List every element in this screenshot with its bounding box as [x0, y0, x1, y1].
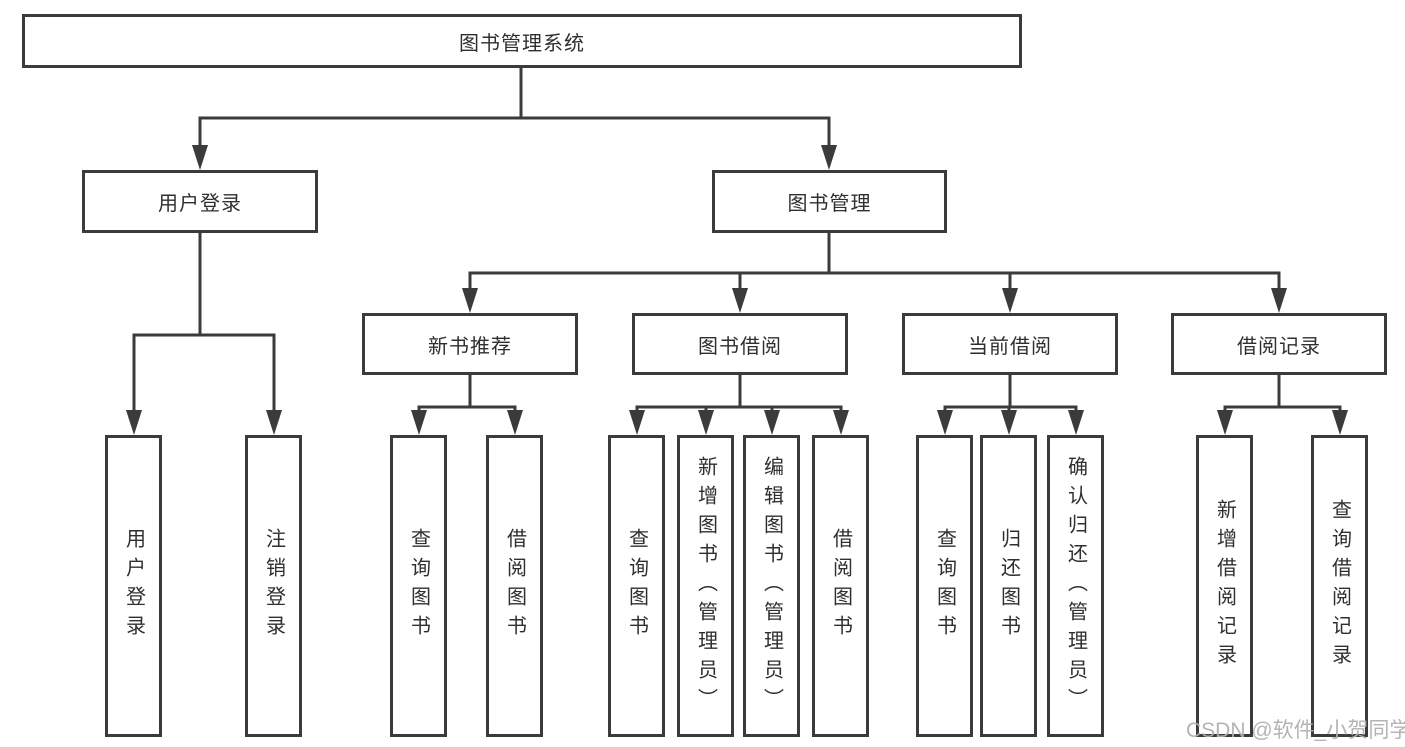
leaf-label: 查询图书 — [933, 528, 956, 644]
leaf-label: 查询图书 — [407, 528, 430, 644]
node-current-borrowing: 当前借阅 — [902, 313, 1118, 375]
node-new-book-recommend: 新书推荐 — [362, 313, 578, 375]
leaf-return-books: 归还图书 — [980, 435, 1037, 737]
csdn-watermark: CSDN @软件_小贺同学 — [1186, 719, 1405, 742]
leaf-add-books-admin: 新增图书（管理员） — [677, 435, 734, 737]
leaf-add-borrow-record: 新增借阅记录 — [1196, 435, 1253, 737]
leaf-query-books-current: 查询图书 — [916, 435, 973, 737]
leaf-query-books-borrow: 查询图书 — [608, 435, 665, 737]
leaf-label: 新增图书（管理员） — [694, 455, 717, 717]
leaf-label: 归还图书 — [997, 528, 1020, 644]
leaf-label: 借阅图书 — [503, 528, 526, 644]
leaf-borrow-books: 借阅图书 — [812, 435, 869, 737]
leaf-label: 编辑图书（管理员） — [760, 455, 783, 717]
leaf-label: 确认归还（管理员） — [1064, 455, 1087, 717]
leaf-confirm-return-admin: 确认归还（管理员） — [1047, 435, 1104, 737]
leaf-label: 借阅图书 — [829, 528, 852, 644]
leaf-label: 新增借阅记录 — [1213, 499, 1236, 673]
leaf-label: 注销登录 — [262, 528, 285, 644]
leaf-user-login: 用户登录 — [105, 435, 162, 737]
leaf-query-books-recommend: 查询图书 — [390, 435, 447, 737]
node-borrowing-records: 借阅记录 — [1171, 313, 1387, 375]
leaf-label: 用户登录 — [122, 528, 145, 644]
node-root-system: 图书管理系统 — [22, 14, 1022, 68]
leaf-label: 查询图书 — [625, 528, 648, 644]
node-user-login: 用户登录 — [82, 170, 318, 233]
node-book-management: 图书管理 — [712, 170, 947, 233]
node-book-borrowing: 图书借阅 — [632, 313, 848, 375]
leaf-edit-books-admin: 编辑图书（管理员） — [743, 435, 800, 737]
leaf-logout: 注销登录 — [245, 435, 302, 737]
leaf-query-borrow-record: 查询借阅记录 — [1311, 435, 1368, 737]
leaf-label: 查询借阅记录 — [1328, 499, 1351, 673]
leaf-borrow-books-recommend: 借阅图书 — [486, 435, 543, 737]
